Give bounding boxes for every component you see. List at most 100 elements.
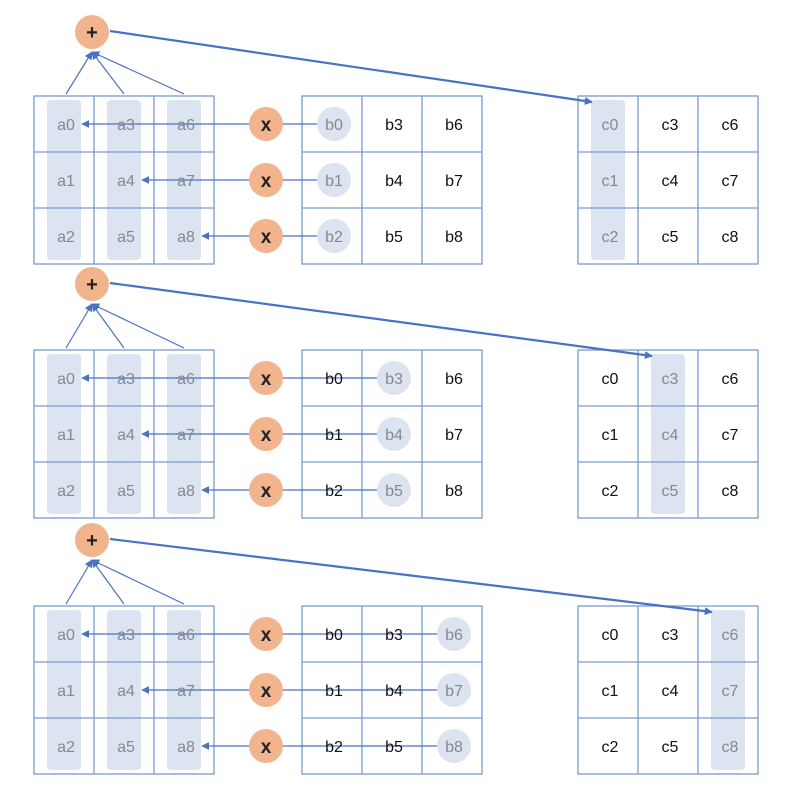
matrix-a-cell: a8 <box>177 483 195 500</box>
matrix-a-cell: a4 <box>117 173 135 190</box>
matrix-c-cell: c5 <box>662 483 679 500</box>
add-symbol: + <box>86 530 98 552</box>
a-column-highlight <box>47 100 81 260</box>
matrix-c-cell: c3 <box>662 371 679 388</box>
matrix-b-cell: b2 <box>325 483 343 500</box>
b-cell-highlight <box>437 617 471 651</box>
matrix-b-cell: b7 <box>445 683 463 700</box>
matrix-b-cell: b3 <box>385 371 403 388</box>
matrix-a-cell: a7 <box>177 173 195 190</box>
sum-arrow <box>91 303 125 349</box>
matrix-b-cell: b8 <box>445 229 463 246</box>
matrix-c-cell: c1 <box>602 683 619 700</box>
plus-circle-icon <box>75 523 109 557</box>
add-symbol: + <box>86 274 98 296</box>
matrix-c-cell: c7 <box>722 427 739 444</box>
b-cell-highlight <box>437 673 471 707</box>
matrix-b-cell: b6 <box>445 371 463 388</box>
c-column-highlight <box>711 610 745 770</box>
matrix-c-cell: c3 <box>662 117 679 134</box>
matrix-a-cell: a5 <box>117 229 135 246</box>
c-column-highlight <box>651 354 685 514</box>
add-symbol: + <box>86 22 98 44</box>
matrix-a-cell: a0 <box>57 627 75 644</box>
multiply-symbol: x <box>261 425 272 446</box>
times-circle-icon <box>249 473 283 507</box>
matrix-c-cell: c2 <box>602 739 619 756</box>
step-2 <box>33 349 759 519</box>
result-arrow <box>109 29 593 105</box>
matrix-a-cell: a2 <box>57 739 75 756</box>
multiply-symbol: x <box>261 115 272 136</box>
a-column-highlight <box>107 100 141 260</box>
matrix-c-cell: c7 <box>722 683 739 700</box>
matrix-c-cell: c0 <box>602 627 619 644</box>
matrix-a-cell: a2 <box>57 229 75 246</box>
matrix-b-cell: b1 <box>325 683 343 700</box>
matrix-a-cell: a6 <box>177 117 195 134</box>
times-circle-icon <box>249 107 283 141</box>
b-cell-highlight <box>377 473 411 507</box>
matrix-c-cell: c2 <box>602 229 619 246</box>
matrix-c-cell: c4 <box>662 173 679 190</box>
matrix-b-cell: b1 <box>325 173 343 190</box>
matrix-b-cell: b3 <box>385 627 403 644</box>
matrix-b-cell: b7 <box>445 173 463 190</box>
matrix-a-cell: a6 <box>177 627 195 644</box>
matrix-a-cell: a2 <box>57 483 75 500</box>
matrix-a-cell: a7 <box>177 427 195 444</box>
matrix-c-cell: c0 <box>602 371 619 388</box>
times-circle-icon <box>249 163 283 197</box>
sum-arrow <box>65 51 93 95</box>
matrix-a-cell: a3 <box>117 117 135 134</box>
b-cell-highlight <box>377 417 411 451</box>
b-cell-highlight <box>437 729 471 763</box>
a-column-highlight <box>107 354 141 514</box>
matrix-a-cell: a3 <box>117 371 135 388</box>
matrix-b-cell: b2 <box>325 229 343 246</box>
matrix-a-cell: a5 <box>117 483 135 500</box>
times-circle-icon <box>249 617 283 651</box>
matrix-b-cell: b0 <box>325 371 343 388</box>
matrix-b-cell: b4 <box>385 427 403 444</box>
matrix-b-cell: b1 <box>325 427 343 444</box>
matrix-a-cell: a3 <box>117 627 135 644</box>
result-arrow <box>109 537 713 616</box>
multiply-symbol: x <box>261 171 272 192</box>
sum-arrow <box>91 303 185 349</box>
plus-circle-icon <box>75 267 109 301</box>
matrix-b-cell: b4 <box>385 173 403 190</box>
a-column-highlight <box>47 610 81 770</box>
sum-arrow <box>91 559 125 605</box>
matrix-a-cell: a1 <box>57 427 75 444</box>
matrix-a-cell: a7 <box>177 683 195 700</box>
a-column-highlight <box>107 610 141 770</box>
matrix-c-cell: c6 <box>722 371 739 388</box>
b-cell-highlight <box>377 361 411 395</box>
matrix-b-cell: b0 <box>325 117 343 134</box>
times-circle-icon <box>249 361 283 395</box>
matrix-c-cell: c8 <box>722 229 739 246</box>
matrix-c-cell: c4 <box>662 427 679 444</box>
sum-arrow <box>91 51 125 95</box>
matrix-a-cell: a1 <box>57 683 75 700</box>
matrix-b-cell: b4 <box>385 683 403 700</box>
sum-arrow <box>65 559 93 605</box>
matrix-a-cell: a8 <box>177 739 195 756</box>
matrix-a-cell: a0 <box>57 371 75 388</box>
times-circle-icon <box>249 673 283 707</box>
b-cell-highlight <box>317 219 351 253</box>
matrix-b-cell: b8 <box>445 739 463 756</box>
matrix-b-cell: b0 <box>325 627 343 644</box>
matrix-a-cell: a6 <box>177 371 195 388</box>
b-cell-highlight <box>317 163 351 197</box>
matrix-c-cell: c5 <box>662 229 679 246</box>
matrix-c-cell: c0 <box>602 117 619 134</box>
b-cell-highlight <box>317 107 351 141</box>
matrix-c-cell: c4 <box>662 683 679 700</box>
times-circle-icon <box>249 219 283 253</box>
multiply-symbol: x <box>261 625 272 646</box>
sum-arrow <box>91 559 185 605</box>
matrix-c-cell: c2 <box>602 483 619 500</box>
